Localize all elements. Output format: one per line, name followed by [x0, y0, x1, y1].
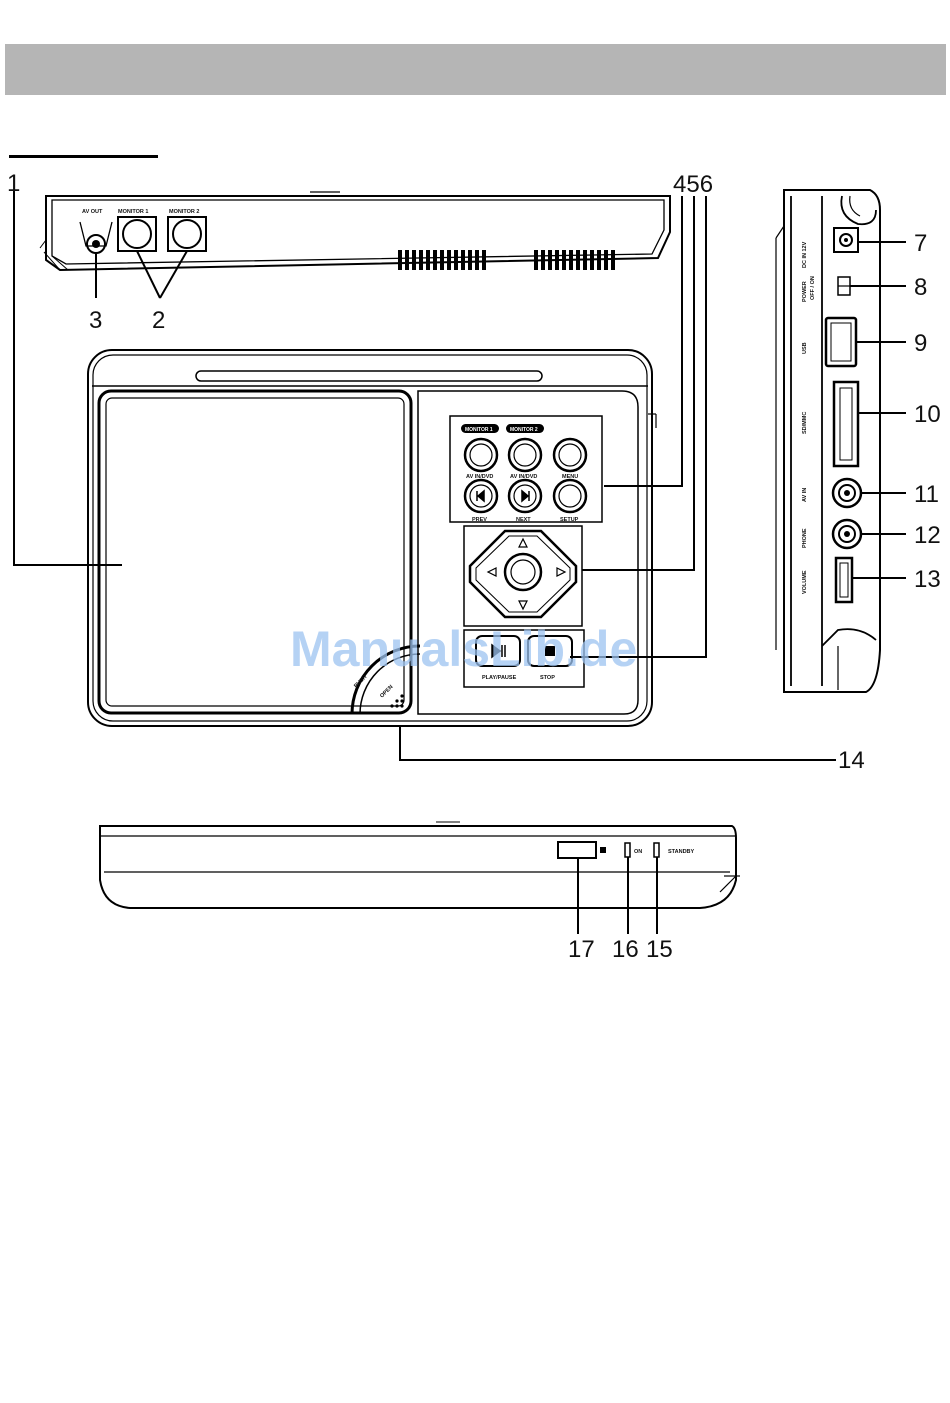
- power-label: POWER: [802, 281, 808, 302]
- callout-8: 8: [914, 274, 927, 301]
- callout-numbers: 1 3 2 456 7 8 9 10 11 12 13 14 17 16 15: [7, 170, 941, 963]
- vent-slat: [597, 250, 601, 270]
- vent-slat: [604, 250, 608, 270]
- vent-slat: [398, 250, 402, 270]
- svg-text:MONITOR 1: MONITOR 1: [465, 427, 493, 433]
- menu-button[interactable]: [554, 439, 586, 471]
- callout-1: 1: [7, 170, 20, 197]
- sd-mmc-slot: [834, 382, 858, 466]
- callout-2: 2: [152, 307, 165, 334]
- disc-slot: [196, 371, 542, 381]
- av-dvd-button-2[interactable]: [509, 439, 541, 471]
- vent-slat: [590, 250, 594, 270]
- vent-slat: [475, 250, 479, 270]
- vent-slat: [541, 250, 545, 270]
- top-view: AV OUT MONITOR 1 MONITOR 2: [40, 192, 670, 298]
- vent-slat: [482, 250, 486, 270]
- vent-slat: [555, 250, 559, 270]
- prev-label: PREV: [472, 517, 487, 523]
- callout-9: 9: [914, 330, 927, 357]
- monitor2-label: MONITOR 2: [169, 209, 199, 215]
- vent-slat: [440, 250, 444, 270]
- direction-pad[interactable]: [470, 531, 576, 617]
- callout-16: 16: [612, 936, 639, 963]
- arrow-down-icon: [519, 601, 527, 609]
- vent-slat: [548, 250, 552, 270]
- standby-indicator: [654, 843, 659, 857]
- setup-button[interactable]: [554, 480, 586, 512]
- vent-slat: [611, 250, 615, 270]
- vent-slat: [419, 250, 423, 270]
- on-label: ON: [634, 849, 642, 855]
- vent-grille-left: [398, 250, 486, 270]
- monitor1-label: MONITOR 1: [118, 209, 148, 215]
- callout-7: 7: [914, 230, 927, 257]
- next-icon: [522, 491, 529, 501]
- vent-slat: [583, 250, 587, 270]
- on-indicator: [625, 843, 630, 857]
- bottom-view: ON STANDBY: [100, 822, 740, 934]
- usb-label: USB: [802, 342, 808, 354]
- volume-wheel[interactable]: [836, 558, 852, 602]
- vent-slat: [454, 250, 458, 270]
- side-view: DC IN 12V POWER OFF / ON USB SD/MMC AV I…: [776, 190, 906, 692]
- prev-button[interactable]: [465, 480, 497, 512]
- watermark: ManualsLib.de: [290, 621, 637, 677]
- setup-label: SETUP: [560, 517, 579, 523]
- vent-slat: [468, 250, 472, 270]
- av-dvd-button-1[interactable]: [465, 439, 497, 471]
- callout-3: 3: [89, 307, 102, 334]
- vent-slat: [412, 250, 416, 270]
- standby-label: STANDBY: [668, 849, 695, 855]
- arrow-up-icon: [519, 539, 527, 547]
- vent-slat: [433, 250, 437, 270]
- callout-11: 11: [914, 481, 939, 508]
- vent-slat: [405, 250, 409, 270]
- next-button[interactable]: [509, 480, 541, 512]
- vent-slat: [576, 250, 580, 270]
- callout-14: 14: [838, 747, 865, 774]
- dc-in-label: DC IN 12V: [802, 241, 808, 268]
- arrow-left-icon: [488, 568, 496, 576]
- vent-slat: [562, 250, 566, 270]
- vent-slat: [461, 250, 465, 270]
- vent-slat: [426, 250, 430, 270]
- callout-15: 15: [646, 936, 673, 963]
- open-label: OPEN: [379, 684, 394, 699]
- volume-label: VOLUME: [802, 570, 808, 594]
- av-in-label: AV IN: [802, 488, 808, 502]
- callout-10: 10: [914, 401, 941, 428]
- callout-456: 456: [673, 171, 713, 198]
- callout-17: 17: [568, 936, 595, 963]
- sd-mmc-label: SD/MMC: [802, 412, 808, 434]
- phone-label: PHONE: [802, 528, 808, 548]
- vent-slat: [447, 250, 451, 270]
- next-label: NEXT: [516, 517, 531, 523]
- off-on-label: OFF / ON: [810, 276, 816, 300]
- callout-12: 12: [914, 522, 941, 549]
- vent-slat: [569, 250, 573, 270]
- vent-slat: [534, 250, 538, 270]
- svg-text:MONITOR 2: MONITOR 2: [510, 427, 538, 433]
- arrow-right-icon: [557, 568, 565, 576]
- av-out-label: AV OUT: [82, 209, 103, 215]
- callout-13: 13: [914, 566, 941, 593]
- prev-icon: [477, 491, 484, 501]
- ir-receiver: [558, 842, 596, 858]
